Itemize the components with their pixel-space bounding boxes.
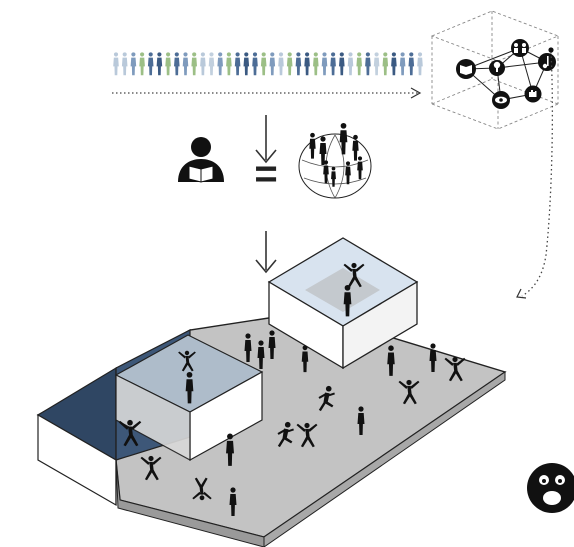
crowd-figure <box>208 52 215 76</box>
surprised-face-icon <box>527 463 574 513</box>
tree-icon <box>489 60 505 76</box>
crowd-figure <box>130 52 137 76</box>
crowd-figure <box>269 52 276 76</box>
right-glass-box <box>267 237 419 370</box>
crowd-figure <box>234 52 241 76</box>
crowd-figure <box>399 52 406 76</box>
dotted-arrow-right <box>112 87 422 99</box>
eye-icon <box>492 91 510 109</box>
hand-icon <box>524 85 542 103</box>
crowd-figure <box>339 52 345 76</box>
crowd-figure <box>191 52 197 76</box>
crowd-figure <box>304 52 310 76</box>
crowd-figure <box>373 52 380 76</box>
crowd-figure <box>174 52 180 76</box>
crowd-figure <box>391 52 397 76</box>
crowd-row <box>113 52 423 76</box>
crowd-figure <box>365 52 371 76</box>
crowd-figure <box>417 52 423 76</box>
arrow-down-1 <box>255 115 277 164</box>
network-start-dot <box>548 47 554 53</box>
crowd-figure <box>121 52 128 76</box>
crowd-figure <box>286 52 293 76</box>
crowd-figure <box>330 52 336 76</box>
network-nodes <box>456 39 556 109</box>
crowd-figure <box>321 52 328 76</box>
equals-sign: = <box>254 152 277 196</box>
people-icon <box>511 39 529 57</box>
dotted-connector <box>516 51 554 299</box>
crowd-figure <box>243 52 250 76</box>
crowd-figure <box>382 52 389 76</box>
crowd-figure <box>200 52 206 76</box>
crowd-figure <box>252 52 258 76</box>
crowd-figure <box>356 52 362 76</box>
crowd-figure <box>217 52 223 76</box>
music-note-icon <box>538 53 556 71</box>
crowd-figure <box>147 52 154 76</box>
crowd-figure <box>313 52 319 76</box>
reader-icon <box>178 137 224 183</box>
crowd-figure <box>182 52 189 76</box>
crowd-figure <box>139 52 145 76</box>
arrow-down-2 <box>255 231 277 274</box>
crowd-figure <box>226 52 232 76</box>
crowd-figure <box>113 52 119 76</box>
crowd-figure <box>156 52 163 76</box>
crowd-figure <box>278 52 284 76</box>
crowd-figure <box>165 52 171 76</box>
crowd-figure <box>347 52 354 76</box>
community-globe-icon <box>298 122 372 199</box>
crowd-figure <box>295 52 302 76</box>
crowd-figure <box>408 52 415 76</box>
crowd-figure <box>260 52 267 76</box>
book-icon <box>456 59 476 79</box>
